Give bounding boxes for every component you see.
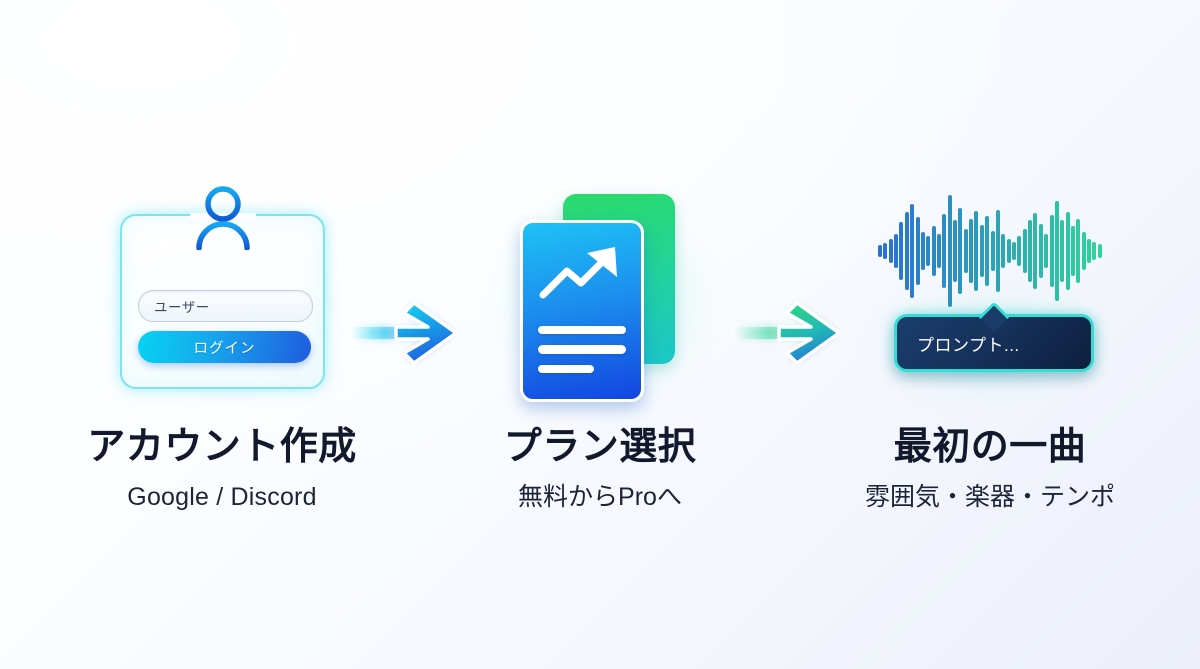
document-line — [538, 364, 595, 373]
waveform-bars — [878, 192, 1102, 310]
username-input-value: ユーザー — [154, 300, 210, 315]
waveform-bar — [969, 218, 974, 284]
waveform-bar — [1076, 218, 1081, 284]
step-plan-art — [420, 184, 780, 412]
step-plan-captions: プラン選択 無料からProへ — [420, 425, 780, 512]
document-line — [538, 325, 626, 334]
waveform-bar — [926, 236, 931, 266]
waveform-bar — [953, 219, 958, 283]
login-card-frame: ユーザー ログイン — [120, 213, 325, 389]
waveform-bar — [915, 217, 920, 285]
waveform-bar — [936, 234, 941, 268]
step-plan-subtitle: 無料からProへ — [518, 482, 682, 511]
waveform-bar — [904, 211, 909, 291]
waveform-bar — [1028, 219, 1033, 283]
waveform-bar — [958, 208, 963, 294]
username-input[interactable]: ユーザー — [138, 290, 313, 322]
step-plan: プラン選択 無料からProへ — [420, 0, 780, 669]
arrow-right-icon-2 — [735, 301, 841, 365]
waveform-bar — [888, 238, 893, 264]
waveform-bar — [990, 230, 995, 272]
waveform-bar — [1097, 244, 1102, 258]
waveform-bar — [1033, 212, 1038, 290]
waveform-bar — [995, 209, 1000, 293]
waveform-bar — [1011, 242, 1016, 260]
document-line — [538, 345, 626, 354]
step-plan-title: プラン選択 — [503, 426, 697, 468]
step-account-art: ユーザー ログイン — [42, 186, 402, 403]
step-first-song: プロンプト... 最初の一曲 雰囲気・楽器・テンポ — [810, 0, 1170, 669]
waveform-bar — [1065, 211, 1070, 291]
waveform-bar — [1070, 226, 1075, 276]
arrow-right-icon-1 — [352, 301, 458, 365]
login-button[interactable]: ログイン — [138, 331, 311, 363]
document-text-lines — [538, 315, 626, 373]
step-first-song-art: プロンプト... — [810, 186, 1170, 401]
documents-chart-icon — [490, 184, 716, 412]
waveform-bar — [1001, 234, 1006, 268]
person-avatar-icon — [195, 186, 250, 250]
waveform-bar — [1054, 200, 1059, 302]
step-account: ユーザー ログイン — [42, 0, 402, 669]
waveform-bar — [979, 225, 984, 277]
step-first-song-captions: 最初の一曲 雰囲気・楽器・テンポ — [810, 425, 1170, 512]
waveform-bar — [1092, 242, 1097, 260]
waveform-bar — [1038, 224, 1043, 278]
audio-waveform-icon: プロンプト... — [870, 192, 1110, 402]
waveform-bar — [963, 228, 968, 274]
step-account-subtitle: Google / Discord — [127, 482, 317, 511]
waveform-bar — [942, 214, 947, 288]
waveform-bar — [1022, 228, 1027, 274]
waveform-bar — [1044, 234, 1049, 268]
waveform-bar — [894, 234, 899, 268]
trend-up-arrow-icon — [539, 247, 617, 299]
login-card-icon: ユーザー ログイン — [104, 186, 341, 403]
step-account-title: アカウント作成 — [87, 426, 357, 468]
step-first-song-title: 最初の一曲 — [893, 426, 1087, 468]
waveform-bar — [931, 226, 936, 276]
prompt-bubble: プロンプト... — [894, 301, 1094, 372]
waveform-bar — [1060, 219, 1065, 283]
waveform-bar — [1017, 236, 1022, 266]
waveform-bar — [1006, 238, 1011, 264]
waveform-bar — [985, 216, 990, 286]
waveform-bar — [1081, 231, 1086, 271]
waveform-bar — [1087, 238, 1092, 264]
waveform-bar — [974, 210, 979, 292]
waveform-bar — [1049, 215, 1054, 287]
waveform-bar — [910, 203, 915, 299]
prompt-bubble-text: プロンプト... — [917, 335, 1020, 355]
document-front-card — [520, 220, 644, 402]
step-first-song-subtitle: 雰囲気・楽器・テンポ — [864, 482, 1115, 511]
waveform-bar — [947, 195, 952, 307]
waveform-bar — [883, 243, 888, 259]
login-button-label: ログイン — [193, 340, 256, 357]
waveform-bar — [920, 231, 925, 271]
step-account-captions: アカウント作成 Google / Discord — [42, 425, 402, 512]
waveform-bar — [899, 221, 904, 281]
waveform-bar — [878, 245, 882, 257]
